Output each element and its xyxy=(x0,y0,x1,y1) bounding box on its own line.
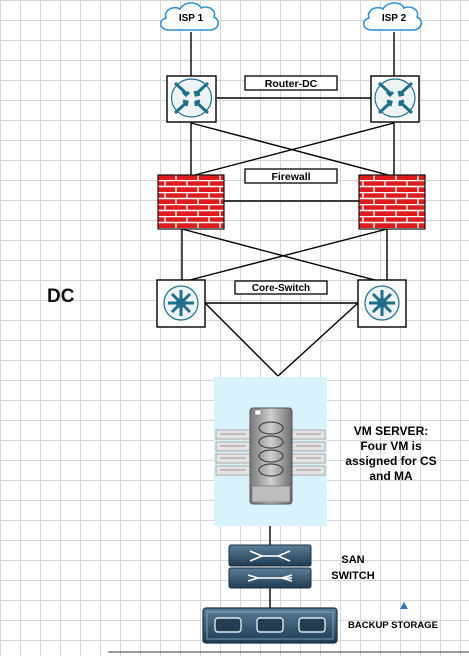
marker-triangle-icon xyxy=(400,602,408,609)
core-switch-label-box: Core-Switch xyxy=(234,280,328,295)
isp-1[interactable]: ISP 1 xyxy=(160,2,219,31)
san-switch-icon xyxy=(228,544,312,589)
dc-label: DC xyxy=(47,286,75,307)
backup-storage-label: BACKUP STORAGE xyxy=(348,620,438,631)
san-switch-label: SAN SWITCH xyxy=(331,554,375,582)
firewall-label-box: Firewall xyxy=(244,168,338,184)
firewall-1[interactable] xyxy=(157,174,225,230)
cloud-icon xyxy=(363,2,422,31)
firewall-label: Firewall xyxy=(271,171,310,183)
server-rack-icon xyxy=(215,407,326,505)
vm-server-label: VM SERVER: Four VM is assigned for CS an… xyxy=(345,424,437,483)
connection-lines xyxy=(181,32,395,608)
isp-1-label: ISP 1 xyxy=(179,13,204,24)
router-icon xyxy=(170,78,213,118)
router-dc-label-box: Router-DC xyxy=(244,75,338,91)
isp-2[interactable]: ISP 2 xyxy=(363,2,422,31)
layer3-switch-icon xyxy=(364,285,400,321)
isp-2-label: ISP 2 xyxy=(382,13,407,24)
core-switch-1[interactable] xyxy=(156,279,206,328)
layer3-switch-icon xyxy=(163,285,199,321)
router-dc-2[interactable] xyxy=(370,75,420,123)
brick-firewall-icon xyxy=(157,174,225,230)
router-icon xyxy=(374,78,416,118)
core-switch-2[interactable] xyxy=(357,279,407,328)
cloud-icon xyxy=(160,2,219,31)
core-switch-label: Core-Switch xyxy=(252,283,310,294)
firewall-2[interactable] xyxy=(358,174,426,230)
router-dc-label: Router-DC xyxy=(265,78,318,90)
san-switch[interactable] xyxy=(228,544,312,589)
router-dc-1[interactable] xyxy=(166,75,217,123)
backup-storage[interactable] xyxy=(202,607,338,644)
storage-array-icon xyxy=(202,607,338,644)
brick-firewall-icon xyxy=(358,174,426,230)
vm-server[interactable] xyxy=(214,377,327,526)
